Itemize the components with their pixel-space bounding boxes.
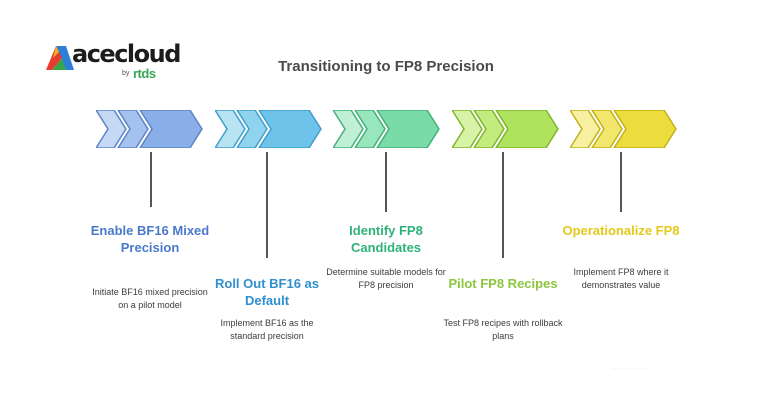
- step-4-connector: [502, 152, 504, 258]
- step-4-description: Test FP8 recipes with rollback plans: [443, 318, 563, 341]
- step-1-chevrons: [96, 110, 206, 148]
- step-4-chevrons: [452, 110, 562, 148]
- step-5-description: Implement FP8 where it demonstrates valu…: [573, 267, 669, 290]
- logo-wordmark: acecloud: [72, 40, 181, 68]
- logo-by-text: by: [122, 70, 130, 77]
- step-3-heading: Identify FP8 Candidates: [349, 223, 423, 255]
- step-2-connector: [266, 152, 268, 258]
- logo-mark-icon: [46, 46, 74, 70]
- step-3-chevrons: [333, 110, 443, 148]
- step-5-connector: [620, 152, 622, 212]
- step-5-chevrons: [570, 110, 680, 148]
- step-2-heading: Roll Out BF16 as Default: [214, 276, 320, 308]
- step-1-connector: [150, 152, 152, 207]
- step-2-chevrons: [215, 110, 325, 148]
- step-3-description: Determine suitable models for FP8 precis…: [326, 267, 446, 290]
- step-4-heading: Pilot FP8 Recipes: [448, 276, 558, 291]
- acecloud-logo: acecloud by rtds: [46, 40, 181, 86]
- step-2-description: Implement BF16 as the standard precision: [220, 318, 314, 341]
- logo-brand-text: rtds: [133, 66, 156, 81]
- step-1-description: Initiate BF16 mixed precision on a pilot…: [92, 287, 208, 310]
- diagram-title: Transitioning to FP8 Precision: [278, 58, 494, 75]
- step-5-heading: Operationalize FP8: [562, 223, 680, 238]
- watermark-dots: ·· ·· ·· ·· ··: [612, 366, 649, 372]
- step-1-heading: Enable BF16 Mixed Precision: [90, 223, 210, 255]
- step-3-connector: [385, 152, 387, 212]
